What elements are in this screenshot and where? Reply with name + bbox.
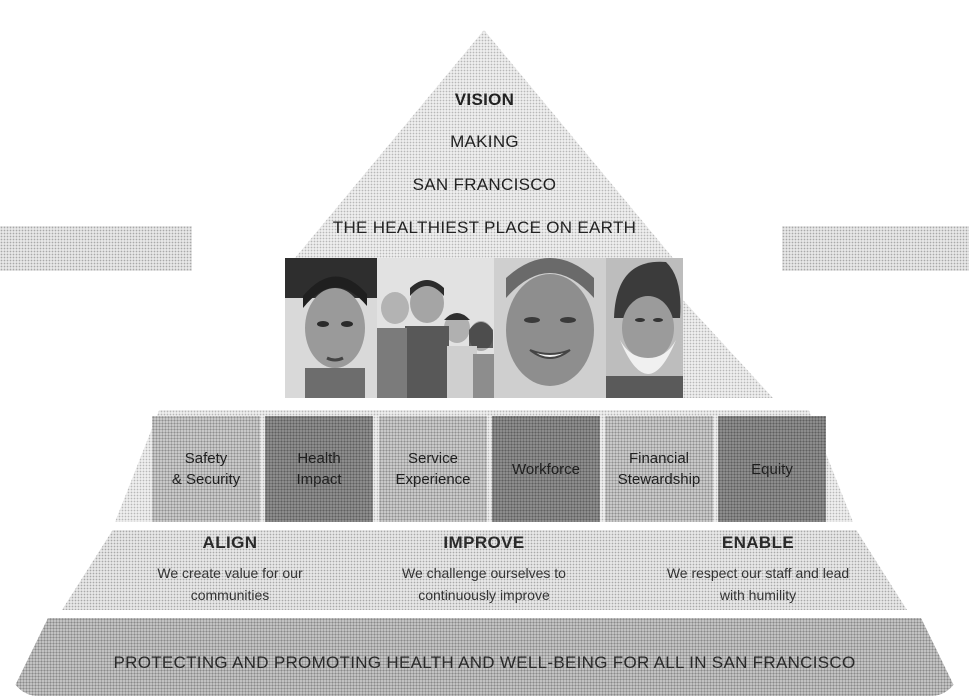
goal-label-top: Safety bbox=[184, 450, 228, 467]
value-text-line: communities bbox=[190, 587, 270, 603]
goal-label-bottom: Experience bbox=[395, 471, 471, 488]
value-text-line: We respect our staff and lead bbox=[666, 565, 850, 581]
mission-statement: PROTECTING AND PROMOTING HEALTH AND WELL… bbox=[113, 653, 856, 672]
vision-line-3: THE HEALTHIEST PLACE ON EARTH bbox=[332, 218, 637, 237]
goal-label-bottom: Impact bbox=[296, 471, 342, 488]
vision-line-1: MAKING bbox=[450, 132, 519, 151]
young-man-photo bbox=[285, 258, 377, 398]
value-heading-improve: IMPROVE bbox=[443, 533, 525, 552]
goal-label-top: Health bbox=[297, 450, 341, 467]
smiling-woman-photo bbox=[494, 258, 606, 398]
goal-label-bottom: & Security bbox=[171, 471, 241, 488]
goal-label-top: Financial bbox=[628, 450, 689, 467]
vision-line-2: SAN FRANCISCO bbox=[412, 175, 557, 194]
goal-label-top: Service bbox=[407, 450, 458, 467]
goal-label-bottom: Equity bbox=[751, 460, 793, 478]
goal-label-bottom: Stewardship bbox=[617, 471, 701, 488]
goal-equity: Equity bbox=[718, 416, 826, 522]
values-tier bbox=[62, 530, 907, 610]
value-text-line: with humility bbox=[719, 587, 797, 603]
value-text-line: continuously improve bbox=[418, 587, 550, 603]
value-text-line: We challenge ourselves to bbox=[402, 565, 566, 581]
vision-title: VISION bbox=[454, 90, 515, 109]
value-heading-enable: ENABLE bbox=[721, 533, 795, 552]
value-text-align: We create value for our communities bbox=[110, 562, 350, 606]
value-heading-align: ALIGN bbox=[202, 533, 258, 552]
goal-label-bottom: Workforce bbox=[511, 460, 581, 478]
mission-base bbox=[10, 618, 959, 696]
right-photo-wedge bbox=[683, 300, 773, 398]
right-side-band bbox=[782, 226, 969, 271]
value-text-line: We create value for our bbox=[157, 565, 303, 581]
left-side-band bbox=[0, 226, 192, 271]
bearded-man-photo bbox=[606, 258, 683, 398]
goal-safety-security: Safety & Security bbox=[152, 416, 260, 522]
value-text-improve: We challenge ourselves to continuously i… bbox=[364, 562, 604, 606]
goal-workforce: Workforce bbox=[492, 416, 600, 522]
family-photo bbox=[377, 258, 494, 398]
value-text-enable: We respect our staff and lead with humil… bbox=[638, 562, 878, 606]
